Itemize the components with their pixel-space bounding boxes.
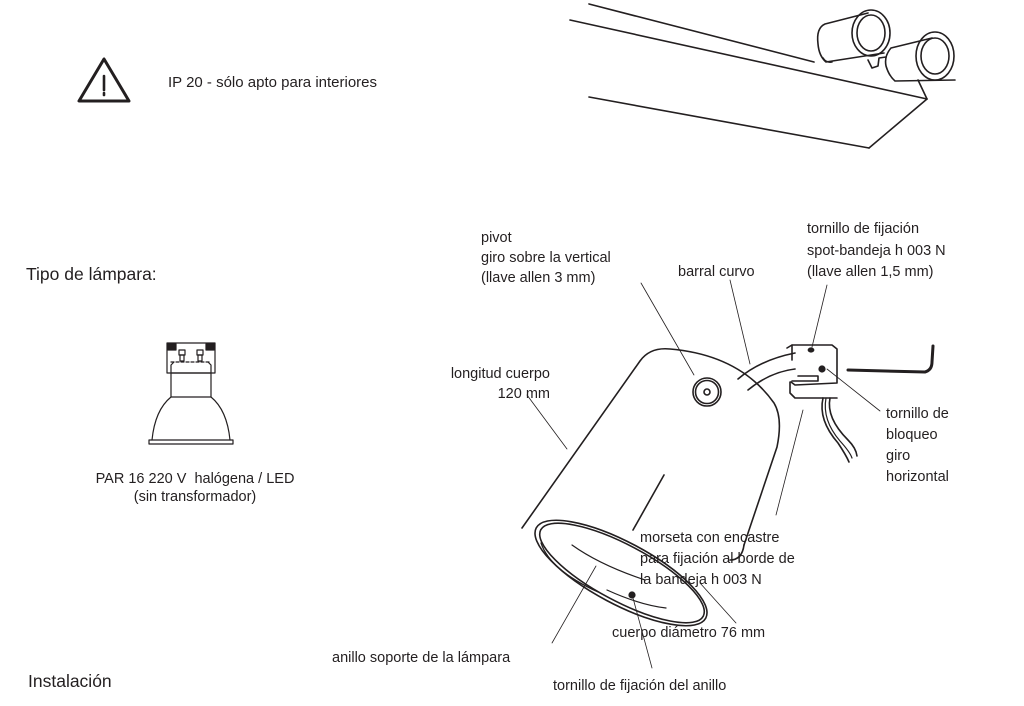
tray-with-spots-illustration [569,3,956,149]
callout-morseta-line3: la bandeja h 003 N [640,572,762,588]
gu10-lamp-icon [148,342,234,445]
callout-tornillo-fijacion-line1: tornillo de fijación [807,221,920,237]
lamp-caption-line1: PAR 16 220 V halógena / LED [95,471,295,487]
callout-pivot-line2: giro sobre la vertical [481,250,611,266]
spot-2 [867,31,956,82]
callout-tornillo-bloqueo-line2: bloqueo [886,427,938,443]
pivot-screw [692,377,722,407]
spot-body-illustration [521,344,935,627]
installation-heading: Instalación [28,671,112,691]
spot-1 [816,9,891,63]
callout-pivot-line1: pivot [481,230,512,246]
clamp-block [786,344,858,463]
callout-barral: barral curvo [678,264,755,280]
callout-diametro: cuerpo diámetro 76 mm [612,625,766,641]
warning-triangle-icon [77,57,131,103]
callout-morseta-line2: para fijación al borde de [640,551,795,567]
callout-longitud-line1: longitud cuerpo [450,366,550,382]
callout-tornillo-bloqueo-line3: giro [886,448,911,464]
callout-pivot-line3: (llave allen 3 mm) [481,270,596,286]
lamp-caption-line2: (sin transformador) [133,489,257,505]
warning-text: IP 20 - sólo apto para interiores [168,74,378,91]
callout-tornillo-bloqueo-line1: tornillo de [886,406,949,422]
lamp-type-heading: Tipo de lámpara: [26,264,157,284]
callout-longitud-line2: 120 mm [497,386,550,402]
leader-lines [526,279,881,669]
callout-tornillo-fijacion-line2: spot-bandeja h 003 N [807,243,946,259]
callout-anillo: anillo soporte de la lámpara [332,650,511,666]
callout-tornillo-fijacion-line3: (llave allen 1,5 mm) [807,264,934,280]
callout-tornillo-bloqueo-line4: horizontal [886,469,949,485]
callout-morseta-line1: morseta con encastre [640,530,780,546]
callout-tornillo-anillo: tornillo de fijación del anillo [553,678,727,694]
